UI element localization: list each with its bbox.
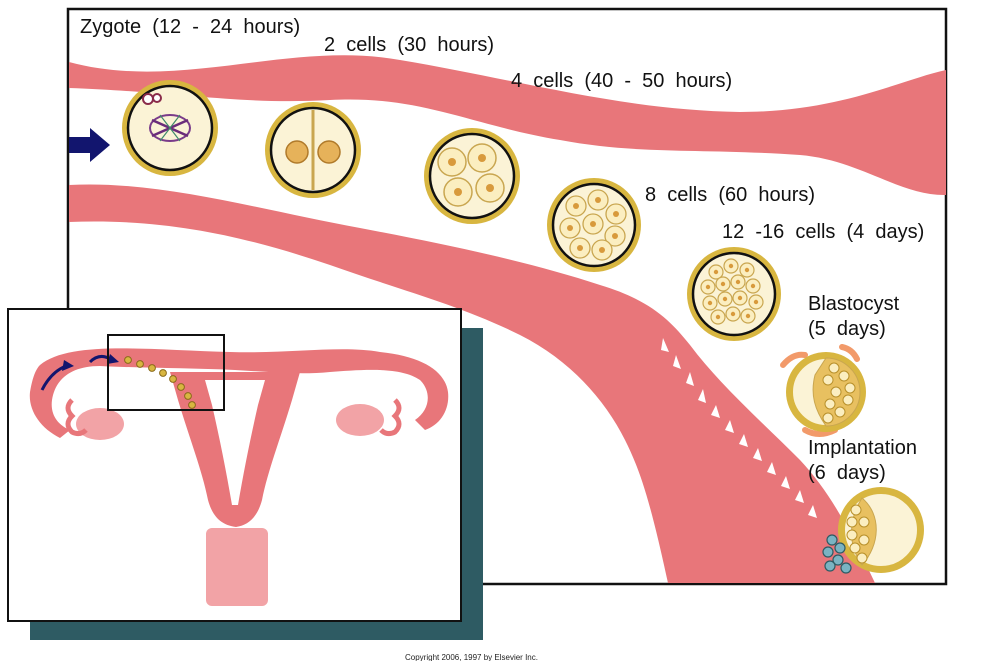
- morula-stage: [687, 247, 781, 341]
- two-cell-stage: [265, 102, 361, 198]
- label-twelve-cells: 12 -16 cells (4 days): [722, 221, 924, 243]
- label-four-cells: 4 cells (40 - 50 hours): [511, 70, 732, 92]
- zygote-cell: [122, 80, 218, 176]
- label-blastocyst-time: (5 days): [808, 318, 886, 340]
- label-two-cells: 2 cells (30 hours): [324, 34, 494, 56]
- label-blastocyst: Blastocyst: [808, 293, 900, 315]
- label-zygote: Zygote (12 - 24 hours): [80, 16, 300, 38]
- eight-cell-stage: [547, 178, 641, 272]
- inset-panel: [8, 309, 483, 640]
- four-cell-stage: [424, 128, 520, 224]
- label-implantation: Implantation: [808, 437, 917, 459]
- label-eight-cells: 8 cells (60 hours): [645, 184, 815, 206]
- label-implantation-time: (6 days): [808, 462, 886, 484]
- copyright-text: Copyright 2006, 1997 by Elsevier Inc.: [405, 653, 538, 661]
